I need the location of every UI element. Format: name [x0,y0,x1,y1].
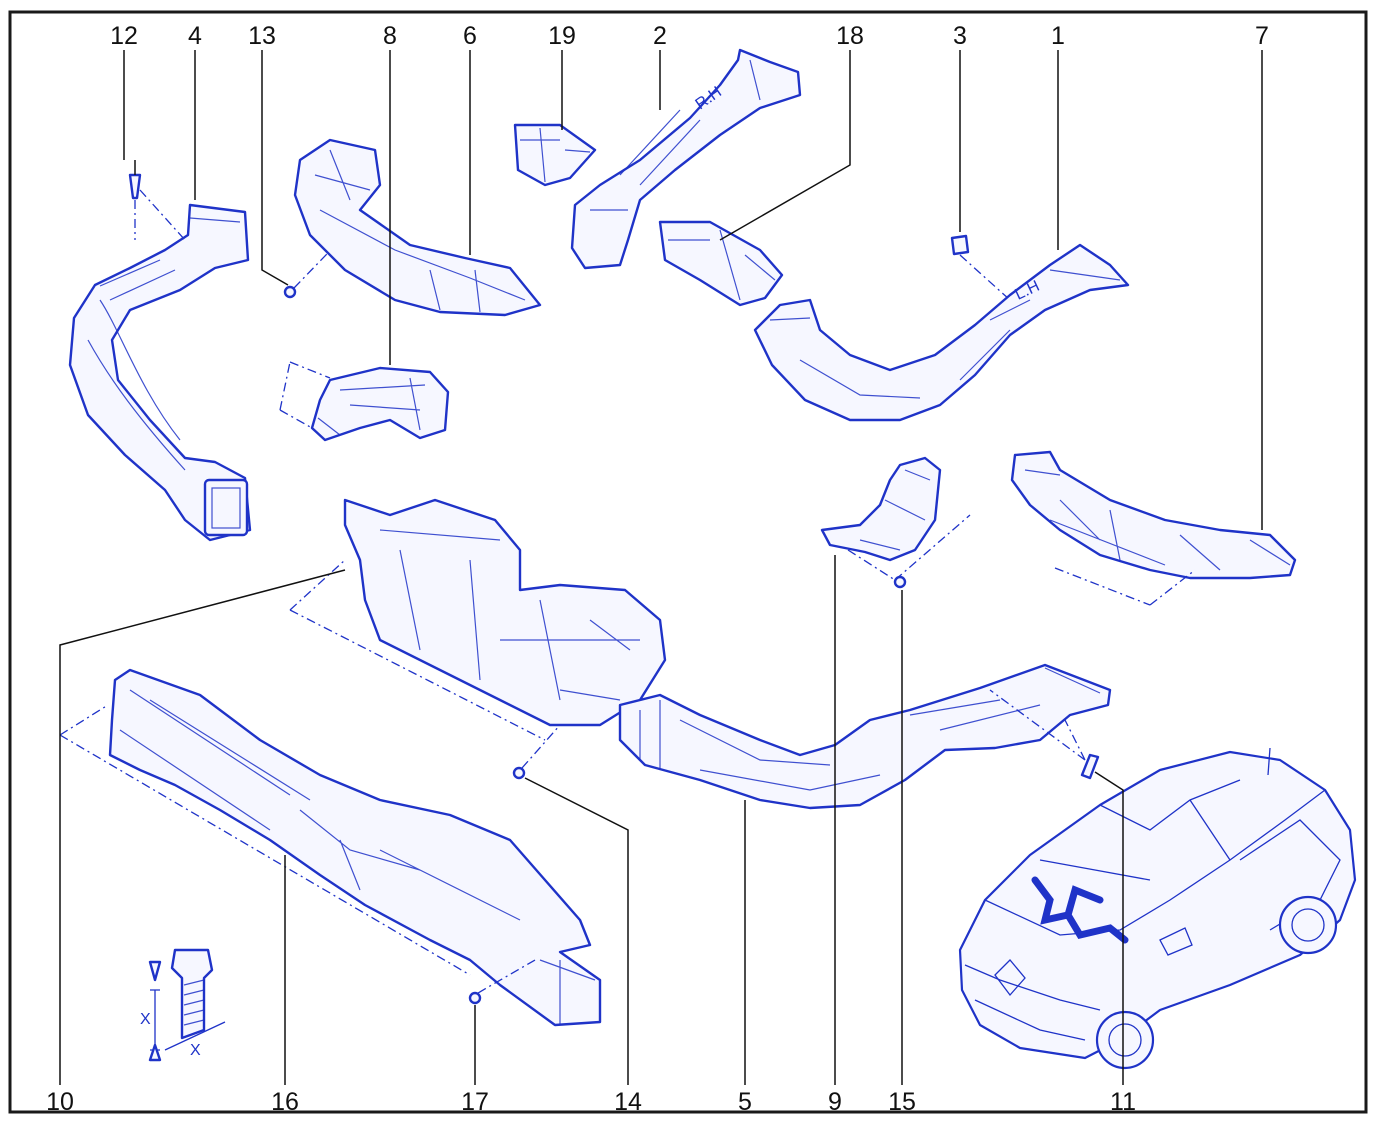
part-13-screw-icon [283,224,356,299]
vehicle-icon [958,747,1357,1070]
callout-9: 9 [828,1088,842,1116]
callout-13: 13 [248,22,276,50]
part-1-lh-duct: L.H [753,243,1130,422]
part-15-screw-icon [893,575,907,589]
part-12-rivet-icon [128,160,186,241]
part-5-right-lower-duct [618,663,1112,810]
part-7-right-side-duct [1010,450,1297,606]
callout-8: 8 [383,22,397,50]
callout-15: 15 [888,1088,916,1116]
part-10-central-distributor [289,498,667,741]
callout-18: 18 [836,22,864,50]
leader-lines [59,50,1263,1085]
part-4-left-curved-duct [68,203,252,542]
callout-19: 19 [548,22,576,50]
diagram-frame [8,10,1368,1114]
callout-10: 10 [46,1088,74,1116]
part-8-bracket-duct [279,361,450,442]
callout-12: 12 [110,22,138,50]
part-16-lower-floor-duct [59,668,602,1027]
callout-4: 4 [188,22,202,50]
part-14-screw-icon [512,724,561,780]
part-3-clip-icon [950,234,1011,301]
callout-3: 3 [953,22,967,50]
part-6-upper-duct [293,138,542,317]
bolt-dimension-horizontal: X [190,1042,201,1059]
callouts-bottom: 10 16 17 14 5 9 15 11 [46,1088,1136,1116]
callouts-top: 12 4 13 8 6 19 2 18 3 1 7 [110,22,1269,50]
callout-16: 16 [271,1088,299,1116]
callout-11: 11 [1110,1088,1136,1116]
bolt-icon: X X [140,948,226,1062]
callout-2: 2 [653,22,667,50]
bolt-dimension-vertical: X [140,1011,151,1028]
callout-14: 14 [614,1088,642,1116]
part-17-screw-icon [468,959,536,1005]
part-11-rivet-icon [989,689,1100,780]
part-19-connector [513,123,597,187]
part-9-bracket [820,456,971,581]
callout-6: 6 [463,22,477,50]
callout-17: 17 [461,1088,489,1116]
callout-7: 7 [1255,22,1269,50]
part-18-connector [658,220,784,307]
callout-5: 5 [738,1088,752,1116]
callout-1: 1 [1051,22,1065,50]
